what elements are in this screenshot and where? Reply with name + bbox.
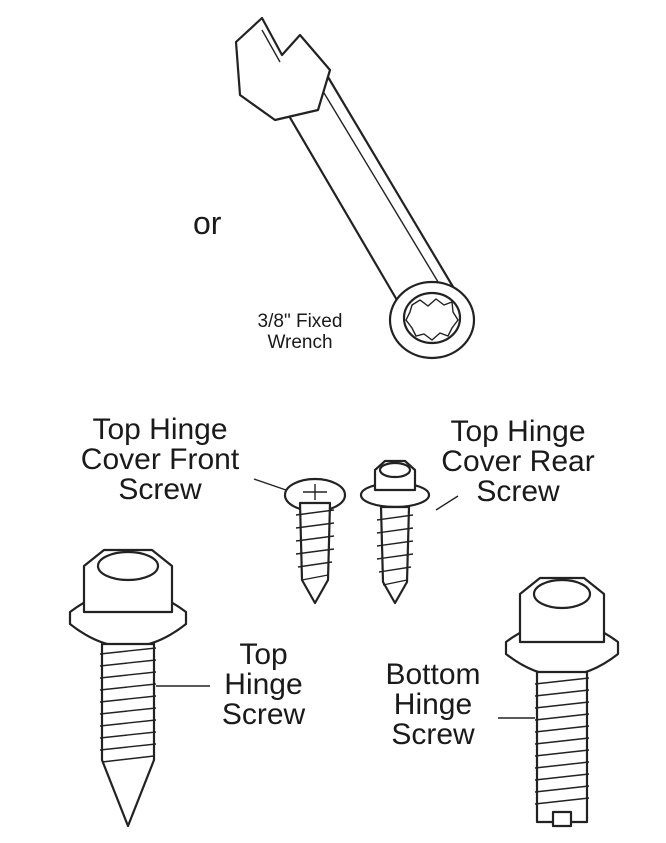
bottom-hinge-screw-icon xyxy=(498,576,620,828)
front-screw-label-line: Screw xyxy=(118,473,202,506)
top-hinge-screw-label-line: Hinge xyxy=(224,668,303,701)
or-label: or xyxy=(193,205,222,241)
rear-screw-label-line: Screw xyxy=(476,475,560,508)
top-hinge-screw-label: Top Hinge Screw xyxy=(206,640,321,730)
wrench-label: 3/8" Fixed Wrench xyxy=(230,311,370,354)
top-hinge-screw-icon xyxy=(68,548,210,828)
bottom-hinge-screw-label-line: Bottom xyxy=(385,658,481,691)
wrench-icon xyxy=(234,16,476,360)
bottom-hinge-screw-label-line: Screw xyxy=(391,718,475,751)
front-screw-label-line: Top Hinge xyxy=(92,413,228,446)
bottom-hinge-screw-label-line: Hinge xyxy=(393,688,473,721)
rear-screw-label-line: Cover Rear xyxy=(441,445,595,478)
bottom-hinge-screw-label: Bottom Hinge Screw xyxy=(368,660,498,750)
rear-screw-label-line: Top Hinge xyxy=(450,415,586,448)
front-cover-screw-icon xyxy=(253,477,347,605)
wrench-label-line: 3/8" Fixed xyxy=(257,311,343,332)
front-screw-label-line: Cover Front xyxy=(80,443,240,476)
wrench-label-line: Wrench xyxy=(267,332,333,354)
rear-cover-screw-icon xyxy=(359,459,459,605)
rear-screw-label: Top Hinge Cover Rear Screw xyxy=(418,417,618,507)
top-hinge-screw-label-line: Screw xyxy=(221,698,306,731)
top-hinge-screw-label-line: Top xyxy=(239,638,288,671)
front-screw-label: Top Hinge Cover Front Screw xyxy=(60,415,260,505)
